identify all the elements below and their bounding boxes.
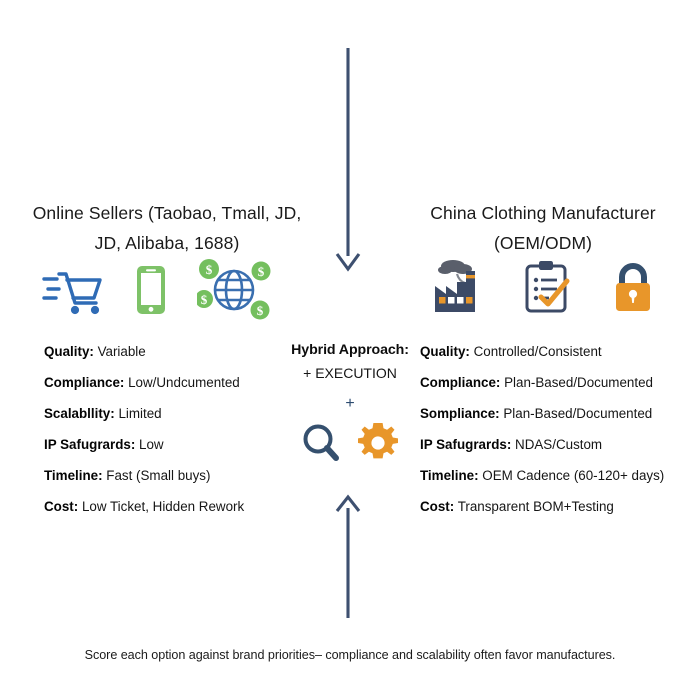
- attribute-row: Quality: Controlled/Consistent: [420, 336, 690, 367]
- left-attribute-list: Quality: Variable Compliance: Low/Undcum…: [44, 336, 294, 522]
- attribute-key: Cost:: [420, 499, 455, 514]
- attribute-row: IP Safugrards: NDAS/Custom: [420, 429, 690, 460]
- clipboard-check-icon: [504, 259, 590, 315]
- attribute-row: Compliance: Low/Undcumented: [44, 367, 294, 398]
- attribute-value: Low/Undcumented: [128, 375, 240, 390]
- attribute-row: Timeline: OEM Cadence (60-120+ days): [420, 460, 690, 491]
- left-heading-line-2: JD, Alibaba, 1688): [94, 233, 240, 253]
- attribute-key: Compliance:: [44, 375, 125, 390]
- right-attribute-list: Quality: Controlled/Consistent Complianc…: [420, 336, 690, 522]
- svg-text:$: $: [257, 303, 264, 318]
- attribute-row: Scalabllity: Limited: [44, 398, 294, 429]
- attribute-key: Quality:: [420, 344, 470, 359]
- magnifier-icon: [301, 422, 341, 469]
- right-icon-row: [418, 258, 676, 316]
- attribute-value: Transparent BOM+Testing: [457, 499, 614, 514]
- downward-arrow: [330, 48, 366, 278]
- attribute-key: IP Safugrards:: [44, 437, 136, 452]
- center-hybrid-block: Hybrid Approach: + EXECUTION +: [272, 340, 428, 469]
- attribute-value: Low Ticket, Hidden Rework: [81, 499, 245, 514]
- attribute-row: Sompliance: Plan-Based/Documented: [420, 398, 690, 429]
- attribute-value: Low: [139, 437, 164, 452]
- attribute-value: Controlled/Consistent: [473, 344, 602, 359]
- center-title: Hybrid Approach:: [291, 342, 409, 358]
- attribute-value: Fast (Small buys): [106, 468, 211, 483]
- attribute-row: IP Safugrards: Low: [44, 429, 294, 460]
- right-heading-line-1: China Clothing Manufacturer: [430, 203, 656, 223]
- attribute-value: NDAS/Custom: [515, 437, 603, 452]
- mobile-phone-icon: [112, 264, 190, 316]
- svg-text:$: $: [201, 292, 208, 307]
- attribute-key: Compliance:: [420, 375, 501, 390]
- svg-text:$: $: [206, 262, 213, 277]
- center-plus-sign: +: [345, 395, 355, 412]
- svg-text:$: $: [258, 264, 265, 279]
- attribute-key: Cost:: [44, 499, 79, 514]
- gear-icon: [357, 422, 399, 469]
- left-icon-row: $ $ $ $: [34, 258, 280, 322]
- upward-arrow: [330, 494, 366, 623]
- factory-icon: [418, 258, 504, 316]
- shopping-cart-icon: [34, 265, 112, 315]
- right-heading-line-2: (OEM/ODM): [493, 233, 593, 253]
- attribute-key: Timeline:: [44, 468, 103, 483]
- attribute-row: Quality: Variable: [44, 336, 294, 367]
- attribute-value: Variable: [97, 344, 146, 359]
- attribute-row: Cost: Transparent BOM+Testing: [420, 491, 690, 522]
- attribute-row: Timeline: Fast (Small buys): [44, 460, 294, 491]
- center-icon-row: [272, 422, 428, 469]
- globe-money-icon: $ $ $ $: [190, 258, 278, 322]
- attribute-value: Plan-Based/Documented: [504, 375, 653, 390]
- attribute-row: Compliance: Plan-Based/Documented: [420, 367, 690, 398]
- attribute-key: Quality:: [44, 344, 94, 359]
- center-subtitle: + EXECUTION: [303, 365, 397, 381]
- footer-caption: Score each option against brand prioriti…: [84, 648, 616, 662]
- attribute-value: OEM Cadence (60-120+ days): [482, 468, 665, 483]
- attribute-value: Plan-Based/Documented: [503, 406, 653, 421]
- attribute-value: Limited: [118, 406, 162, 421]
- left-heading-line-1: Online Sellers (Taobao, Tmall, JD,: [32, 203, 302, 223]
- attribute-key: Timeline:: [420, 468, 479, 483]
- attribute-row: Cost: Low Ticket, Hidden Rework: [44, 491, 294, 522]
- padlock-icon: [590, 260, 676, 314]
- attribute-key: Sompliance:: [420, 406, 500, 421]
- right-column-heading: China Clothing Manufacturer (OEM/ODM): [404, 198, 682, 258]
- attribute-key: Scalabllity:: [44, 406, 115, 421]
- left-column-heading: Online Sellers (Taobao, Tmall, JD, JD, A…: [22, 198, 312, 258]
- attribute-key: IP Safugrards:: [420, 437, 512, 452]
